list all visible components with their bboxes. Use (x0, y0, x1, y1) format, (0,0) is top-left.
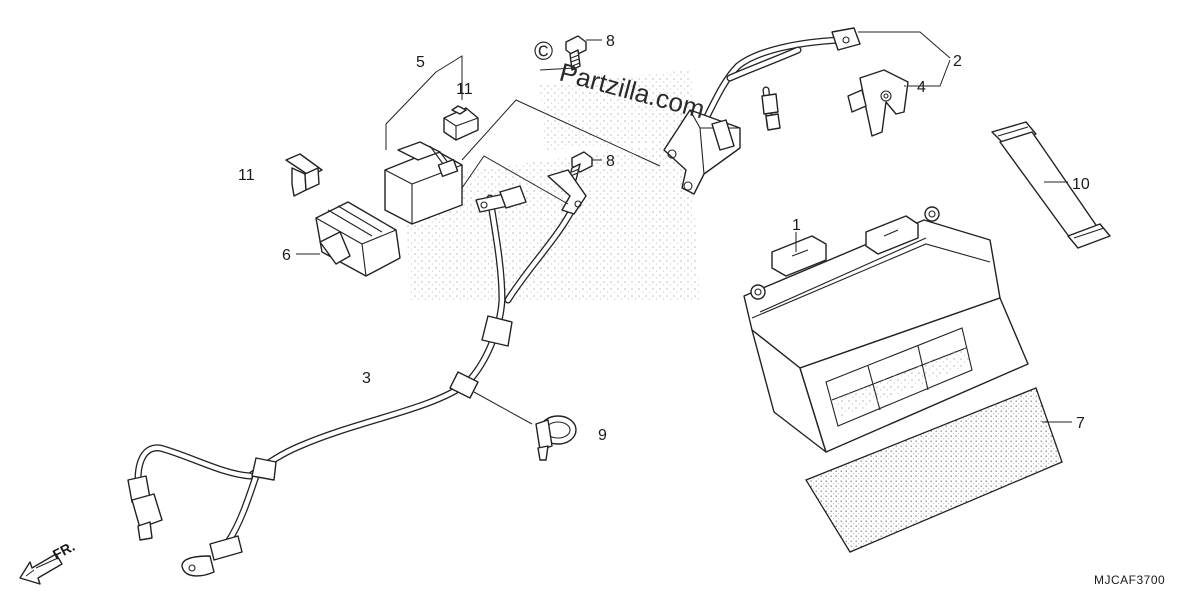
battery-cable-harness[interactable] (127, 169, 587, 577)
callout-8-upper: 8 (606, 33, 615, 50)
battery[interactable] (743, 206, 1029, 453)
band-clamp[interactable] (535, 415, 577, 461)
callout-8-middle: 8 (606, 153, 615, 170)
callout-7: 7 (1076, 415, 1085, 432)
front-direction-arrow: FR. (19, 538, 77, 585)
fuse-left[interactable] (285, 153, 323, 197)
callout-10: 10 (1072, 176, 1090, 193)
callout-5: 5 (416, 54, 425, 71)
callout-11-left: 11 (238, 167, 255, 184)
fuse-upper[interactable] (443, 105, 479, 141)
terminal-cover[interactable] (847, 69, 909, 137)
callout-3: 3 (362, 370, 371, 387)
battery-pad[interactable] (805, 387, 1063, 553)
bolt-upper[interactable] (565, 35, 587, 71)
watermark-symbol: © (534, 36, 553, 66)
callouts: 1 2 3 4 5 6 7 8 8 9 10 11 11 (238, 33, 1090, 444)
battery-sub-cable[interactable] (663, 27, 861, 195)
callout-1: 1 (792, 217, 801, 234)
callout-2: 2 (953, 53, 962, 70)
relay-cover[interactable] (315, 201, 401, 277)
leader-lines (296, 31, 1072, 425)
watermark-stipple (405, 70, 700, 300)
callout-11-upper: 11 (456, 81, 473, 98)
callout-9: 9 (598, 427, 607, 444)
battery-strap[interactable] (991, 121, 1111, 249)
diagram-code: MJCAF3700 (1094, 573, 1165, 587)
callout-6: 6 (282, 247, 291, 264)
callout-4: 4 (917, 79, 926, 96)
starter-relay[interactable] (384, 141, 463, 225)
